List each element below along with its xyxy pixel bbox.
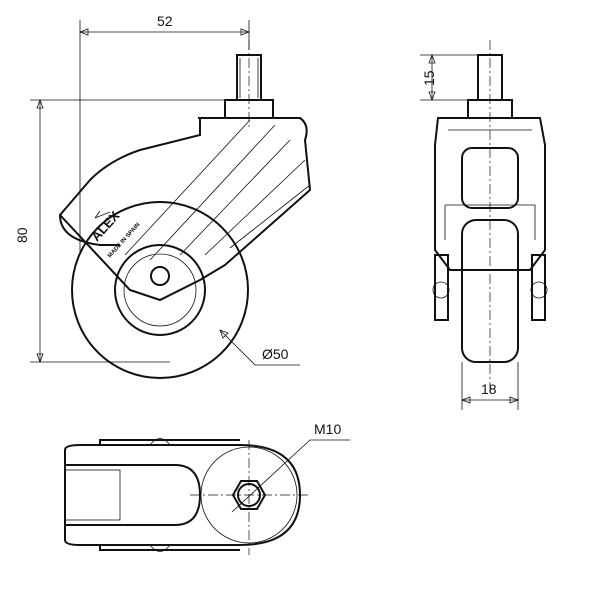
wheel-inner: [114, 244, 206, 336]
front-wheel: [461, 219, 519, 363]
front-housing: [434, 117, 546, 271]
wheel-outer: [71, 201, 249, 379]
front-view: 15 18: [420, 40, 548, 410]
top-slot: [65, 464, 202, 526]
width-dimension: 52: [157, 13, 173, 29]
top-view: M10: [64, 421, 350, 555]
wheel-width-dimension: 18: [481, 381, 497, 397]
diameter-dimension: Ø50: [262, 346, 289, 362]
thread-label: M10: [314, 421, 341, 437]
side-view: ALEX MADE IN SPAIN 52 80 Ø50: [14, 13, 312, 379]
height-dimension: 80: [14, 227, 30, 243]
wheel-hub: [123, 253, 197, 327]
stem-height-dimension: 15: [421, 70, 437, 86]
brand-arrow: [94, 210, 111, 219]
fork-body: [58, 117, 312, 302]
axle: [150, 266, 170, 286]
